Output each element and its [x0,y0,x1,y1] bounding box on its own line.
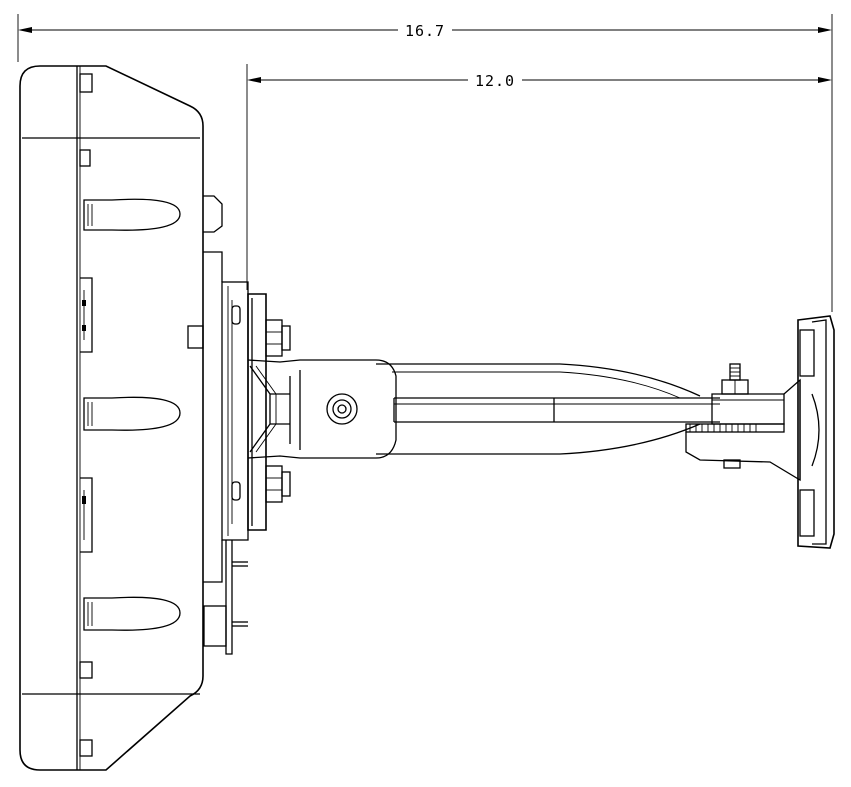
pivot-inner [332,399,352,419]
arrowhead-left [18,27,32,33]
latch-1 [79,73,93,93]
arrowhead-arm-left [247,77,261,83]
dimension-overall: 16.7 [17,14,833,312]
clip-lower [83,596,181,631]
tilt-joint-chevron [249,365,271,453]
plate-body [221,281,249,541]
monitor-shell [19,65,204,771]
rear-step-bottom [203,540,223,583]
wall-plate [797,315,835,549]
side-control-lower [80,477,93,553]
stud-nut [721,363,749,395]
side-control-upper-button-2 [82,325,86,331]
arm-bottom-edge [376,423,701,455]
arm-top-edge [376,363,701,397]
side-control-upper [80,277,93,353]
threaded-strip [685,423,785,433]
dimension-label-arm: 12.0 [475,72,515,90]
plate-bracket-bottom [203,605,227,647]
bracket-lower-body [685,432,801,482]
dimension-label-overall: 16.7 [405,22,445,40]
dimension-arm: 12.0 [246,64,832,290]
arrowhead-arm-right [818,77,832,83]
monitor-housing [19,65,223,771]
bolt-lower [265,465,291,503]
plate-lower-tab [225,540,233,655]
bracket-flange [247,293,267,531]
pivot-outer [326,393,358,425]
plate-screw-top [231,305,241,325]
latch-3 [79,661,93,679]
clip-middle [83,396,181,431]
wall-plate-rib [811,393,820,467]
rear-step-top [203,251,223,282]
latch-4 [79,739,93,757]
support-arm [376,363,720,455]
bracket-lower-tab [723,459,741,469]
side-control-lower-button [82,496,86,504]
clip-upper [83,198,181,231]
plate-screw-bottom [231,481,241,501]
side-control-upper-button [82,300,86,306]
arm-head-bracket [247,293,397,531]
wall-slot-lower [799,489,815,537]
mount-plate [203,281,249,655]
rear-tab [187,325,204,349]
bolt-upper [265,319,291,357]
arrowhead-right [818,27,832,33]
latch-2 [79,149,91,167]
wall-slot-upper [799,329,815,377]
rear-knob [203,195,223,233]
tilt-joint [247,359,397,459]
bracket-platform [711,393,785,425]
wall-bracket [685,315,835,549]
pivot-center [337,404,347,414]
